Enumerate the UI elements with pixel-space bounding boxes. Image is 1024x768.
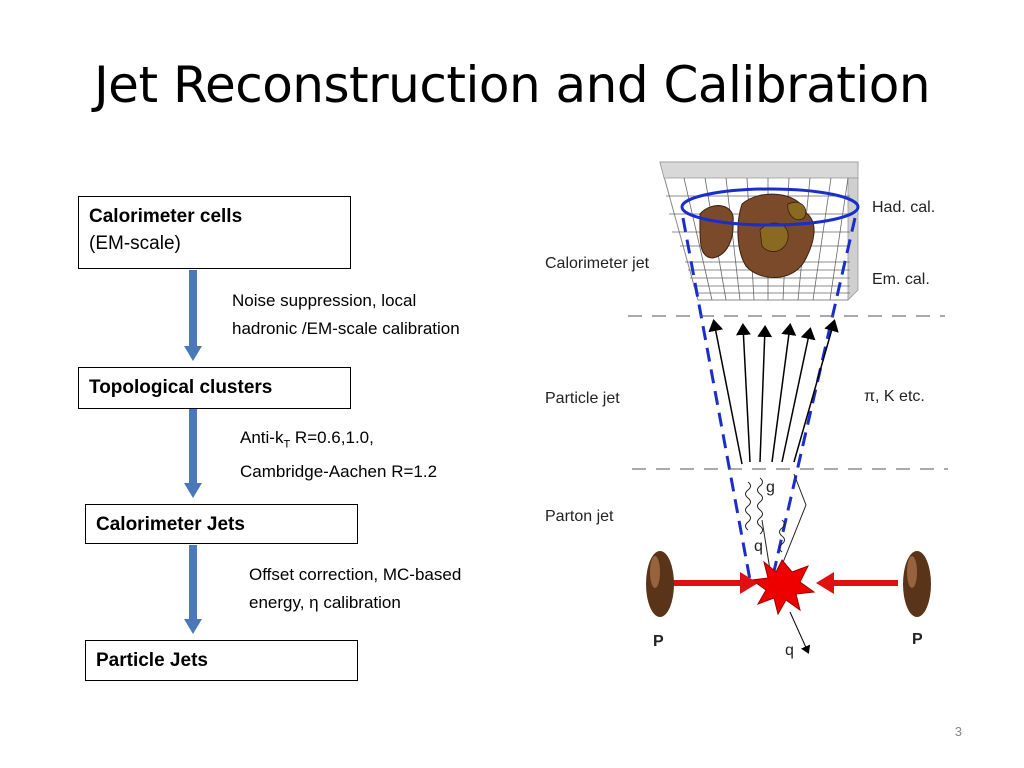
proton-label-left: P <box>653 633 664 650</box>
em-cal-label: Em. cal. <box>872 271 930 288</box>
proton-label-right: P <box>912 631 923 648</box>
particle-tracks <box>708 319 839 465</box>
cone-left-edge <box>681 217 752 581</box>
particle-jets-box: Particle Jets <box>85 640 358 681</box>
calorimeter-jet-label: Calorimeter jet <box>545 255 650 272</box>
quark-label-lower: q <box>785 642 794 659</box>
gluon-label: g <box>766 479 775 496</box>
page-number: 3 <box>954 724 962 739</box>
flow-arrow-2 <box>184 409 202 498</box>
collision-burst <box>750 559 816 616</box>
topological-clusters-label: Topological clusters <box>89 377 273 398</box>
calorimeter-cells-label: Calorimeter cells <box>89 206 243 227</box>
calibration-note: Offset correction, MC-based energy, η ca… <box>249 565 462 612</box>
calorimeter-block <box>659 161 859 301</box>
cone-right-edge <box>770 217 857 581</box>
quark-label-upper: q <box>754 538 763 555</box>
beam-arrow-right <box>816 572 898 594</box>
particle-jets-label: Particle Jets <box>96 650 208 671</box>
flow-arrow-1 <box>184 270 202 361</box>
parton-shower <box>745 473 807 571</box>
jet-diagram: Had. cal. Em. cal. Calorimeter jet Parti… <box>545 161 948 659</box>
calorimeter-cells-box: Calorimeter cells (EM-scale) <box>78 196 351 269</box>
calorimeter-jets-label: Calorimeter Jets <box>96 514 245 535</box>
jet-cone-ellipse <box>680 187 860 227</box>
recoil-quark-track <box>789 611 811 654</box>
flow-arrow-3 <box>184 545 202 634</box>
calorimeter-jets-box: Calorimeter Jets <box>85 504 358 544</box>
pi-k-label: π, K etc. <box>864 388 925 405</box>
had-cal-label: Had. cal. <box>872 199 935 216</box>
proton-right <box>903 551 931 617</box>
parton-jet-label: Parton jet <box>545 508 614 525</box>
topological-clusters-box: Topological clusters <box>78 367 351 409</box>
proton-left <box>646 551 674 617</box>
beam-arrow-left <box>658 572 758 594</box>
em-scale-label: (EM-scale) <box>89 233 181 254</box>
particle-jet-label: Particle jet <box>545 390 620 407</box>
noise-suppression-note: Noise suppression, local hadronic /EM-sc… <box>232 291 460 338</box>
clustering-note: Anti-kT R=0.6,1.0, Cambridge-Aachen R=1.… <box>240 428 438 482</box>
slide-title: Jet Reconstruction and Calibration <box>93 56 931 114</box>
